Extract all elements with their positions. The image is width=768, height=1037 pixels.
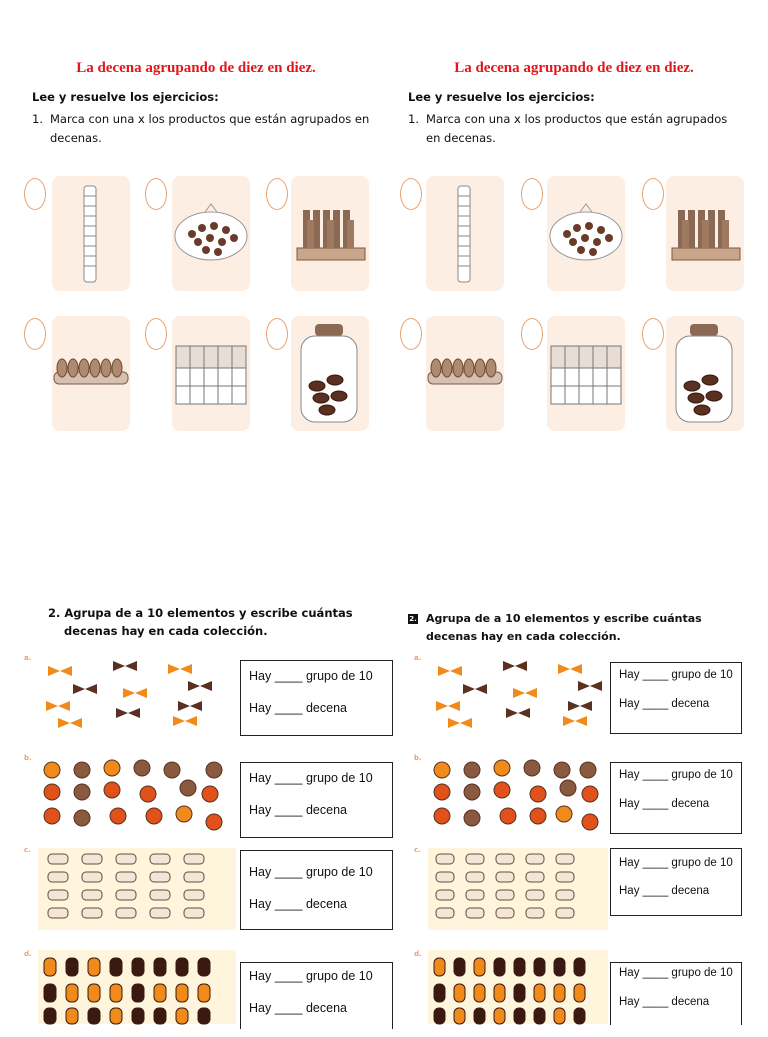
answer-box-c[interactable]: Hay ____ grupo de 10 Hay ____ decena: [240, 850, 393, 930]
product-card-egg-tray: [52, 316, 130, 431]
worksheet-right: La decena agrupando de diez en diez. Lee…: [384, 0, 768, 1025]
worksheet-title: La decena agrupando de diez en diez.: [76, 60, 316, 76]
jar-of-cookies-icon: [675, 324, 733, 423]
exercise-1-line2: en decenas.: [426, 131, 496, 145]
answer-oval[interactable]: [521, 178, 543, 210]
cookies-collection-icon: [47, 853, 205, 919]
product-card-bag-of-chocolates: [172, 176, 250, 291]
answer-oval[interactable]: [642, 318, 664, 350]
buttons-collection-icon: [43, 759, 223, 831]
answer-oval[interactable]: [266, 178, 288, 210]
answer-line-decenas: Hay ____ decena: [619, 798, 710, 810]
product-card-jar-of-cookies: [666, 316, 744, 431]
answer-oval[interactable]: [145, 178, 167, 210]
answer-line-decenas: Hay ____ decena: [249, 1001, 347, 1015]
answer-box-d[interactable]: Hay ____ grupo de 10 Hay ____ decena: [240, 962, 393, 1029]
egg-tray-icon: [53, 358, 129, 385]
product-card-egg-tray: [426, 316, 504, 431]
tray-of-bottles-icon: [671, 210, 741, 261]
answer-line-decenas: Hay ____ decena: [619, 885, 710, 897]
answer-line-decenas: Hay ____ decena: [249, 897, 347, 911]
bow-ties-collection-icon: [46, 661, 212, 728]
answer-oval[interactable]: [400, 178, 422, 210]
answer-line-groups: Hay ____ grupo de 10: [619, 769, 733, 781]
exercise-2-number: 2.: [48, 606, 61, 620]
product-card-jar-of-cookies: [291, 316, 369, 431]
answer-line-decenas: Hay ____ decena: [249, 701, 347, 715]
stack-of-cups-icon: [457, 185, 471, 283]
product-card-bag-of-chocolates: [547, 176, 625, 291]
answer-oval[interactable]: [24, 318, 46, 350]
popsicles-collection-icon: [43, 957, 211, 1025]
answer-line-groups: Hay ____ grupo de 10: [249, 771, 373, 785]
answer-oval[interactable]: [521, 318, 543, 350]
row-label-b: b.: [414, 754, 422, 762]
bow-ties-collection-icon: [436, 661, 602, 728]
stack-of-boxes-icon: [550, 345, 622, 405]
answer-box-d[interactable]: Hay ____ grupo de 10 Hay ____ decena: [610, 962, 742, 1025]
answer-line-groups: Hay ____ grupo de 10: [249, 865, 373, 879]
exercise-2-line1: Agrupa de a 10 elementos y escribe cuánt…: [426, 612, 702, 625]
exercise-1-line2: decenas.: [50, 131, 102, 145]
egg-tray-icon: [427, 358, 503, 385]
answer-line-decenas: Hay ____ decena: [619, 698, 710, 710]
product-card-stack-of-cups: [426, 176, 504, 291]
row-label-a: a.: [24, 654, 32, 662]
answer-oval[interactable]: [400, 318, 422, 350]
answer-line-decenas: Hay ____ decena: [249, 803, 347, 817]
answer-line-groups: Hay ____ grupo de 10: [619, 967, 733, 979]
product-card-stack-of-boxes: [172, 316, 250, 431]
answer-line-groups: Hay ____ grupo de 10: [619, 669, 733, 681]
product-card-tray-of-bottles: [291, 176, 369, 291]
exercise-2-line1: Agrupa de a 10 elementos y escribe cuánt…: [64, 606, 353, 620]
row-label-b: b.: [24, 754, 32, 762]
exercise-2-text: 2. Agrupa de a 10 elementos y escribe cu…: [48, 604, 368, 640]
answer-oval[interactable]: [145, 318, 167, 350]
cookies-collection-icon: [435, 853, 575, 919]
exercise-2-line2: decenas hay en cada colección.: [64, 624, 268, 638]
answer-line-groups: Hay ____ grupo de 10: [619, 857, 733, 869]
stack-of-cups-icon: [83, 185, 97, 283]
instruction-text: Lee y resuelve los ejercicios:: [408, 90, 595, 104]
product-card-stack-of-boxes: [547, 316, 625, 431]
exercise-1-line1: Marca con una x los productos que están …: [50, 112, 370, 126]
answer-box-b[interactable]: Hay ____ grupo de 10 Hay ____ decena: [240, 762, 393, 838]
exercise-1-number: 1.: [408, 112, 419, 126]
row-label-a: a.: [414, 654, 422, 662]
answer-line-groups: Hay ____ grupo de 10: [249, 669, 373, 683]
jar-of-cookies-icon: [300, 324, 358, 423]
worksheet-left: La decena agrupando de diez en diez. Lee…: [0, 0, 393, 1029]
tray-of-bottles-icon: [296, 210, 366, 261]
row-label-d: d.: [24, 950, 32, 958]
row-label-d: d.: [414, 950, 422, 958]
stack-of-boxes-icon: [175, 345, 247, 405]
instruction-text: Lee y resuelve los ejercicios:: [32, 90, 219, 104]
answer-box-a[interactable]: Hay ____ grupo de 10 Hay ____ decena: [610, 662, 742, 734]
exercise-2-text: 2. Agrupa de a 10 elementos y escribe cuá…: [408, 610, 728, 646]
exercise-1-text: 1. Marca con una x los productos que está…: [408, 110, 758, 148]
bag-of-chocolates-icon: [549, 203, 623, 261]
exercise-2-line2: decenas hay en cada colección.: [426, 630, 621, 643]
row-label-c: c.: [414, 846, 421, 854]
row-label-c: c.: [24, 846, 31, 854]
answer-box-b[interactable]: Hay ____ grupo de 10 Hay ____ decena: [610, 762, 742, 834]
buttons-collection-icon: [433, 759, 599, 831]
answer-box-c[interactable]: Hay ____ grupo de 10 Hay ____ decena: [610, 848, 742, 916]
answer-oval[interactable]: [266, 318, 288, 350]
exercise-1-text: 1. Marca con una x los productos que está…: [32, 110, 377, 148]
answer-box-a[interactable]: Hay ____ grupo de 10 Hay ____ decena: [240, 660, 393, 736]
exercise-1-line1: Marca con una x los productos que están …: [426, 112, 728, 126]
popsicles-collection-icon: [433, 957, 586, 1025]
answer-line-decenas: Hay ____ decena: [619, 996, 710, 1008]
answer-oval[interactable]: [24, 178, 46, 210]
bag-of-chocolates-icon: [174, 203, 248, 261]
exercise-2-number-square: 2.: [408, 614, 418, 624]
answer-oval[interactable]: [642, 178, 664, 210]
worksheet-title: La decena agrupando de diez en diez.: [454, 60, 694, 76]
cookies-background: [428, 848, 608, 930]
answer-line-groups: Hay ____ grupo de 10: [249, 969, 373, 983]
exercise-1-number: 1.: [32, 112, 43, 126]
product-card-stack-of-cups: [52, 176, 130, 291]
product-card-tray-of-bottles: [666, 176, 744, 291]
